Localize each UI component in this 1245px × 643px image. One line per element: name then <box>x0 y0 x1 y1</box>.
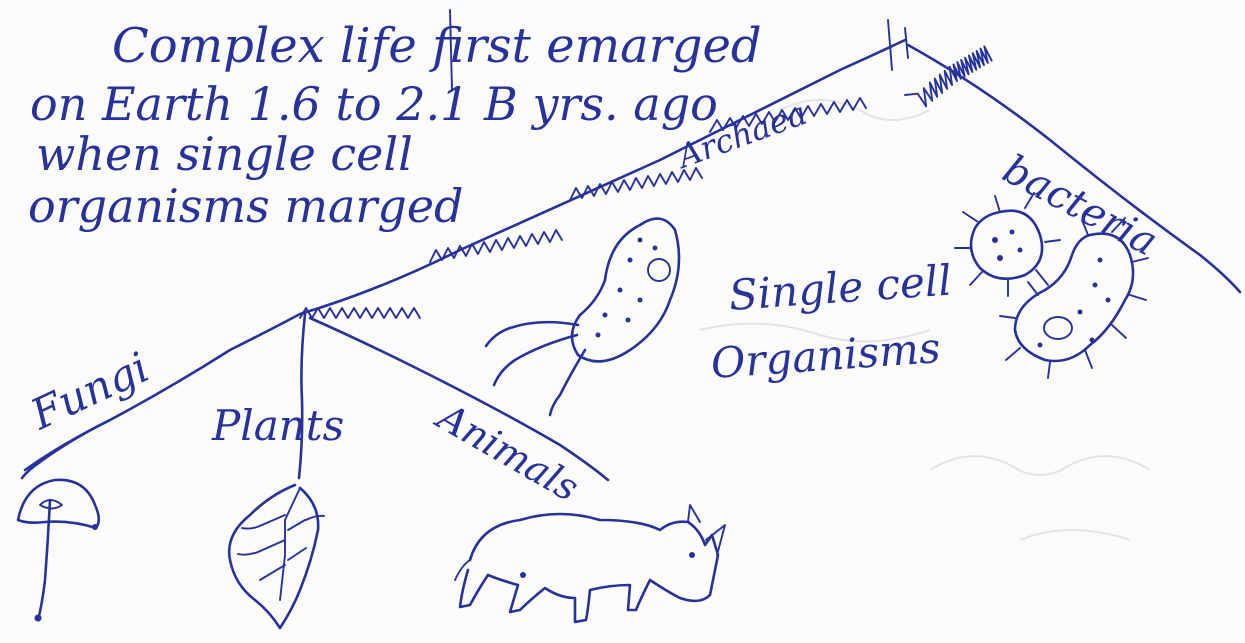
animals-label: Animals <box>428 393 586 510</box>
fungi-label: Fungi <box>23 342 157 439</box>
bacteria-branch-hatching <box>905 25 996 125</box>
mushroom-icon <box>18 480 99 622</box>
note-line-3: when single cell <box>36 127 413 181</box>
note-line-1: Complex life first emarged <box>112 18 762 74</box>
leaf-icon <box>229 485 324 628</box>
rhino-icon <box>455 505 725 622</box>
bacteria-branch-line <box>908 45 1240 292</box>
archaea-branch-hatching-3 <box>570 168 702 200</box>
archaea-branch-hatching <box>300 308 420 318</box>
plants-label: Plants <box>211 401 344 450</box>
apex-vertical-tick <box>888 20 908 70</box>
single-cell-label-line-2: Organisms <box>709 323 942 388</box>
note-line-4: organisms marged <box>28 179 464 233</box>
note-line-2: on Earth 1.6 to 2.1 B yrs. ago <box>30 77 718 131</box>
single-cell-label-line-1: Single cell <box>727 256 953 320</box>
plants-branch-line <box>299 314 305 478</box>
note-block: Complex life first emarged on Earth 1.6 … <box>28 10 762 233</box>
